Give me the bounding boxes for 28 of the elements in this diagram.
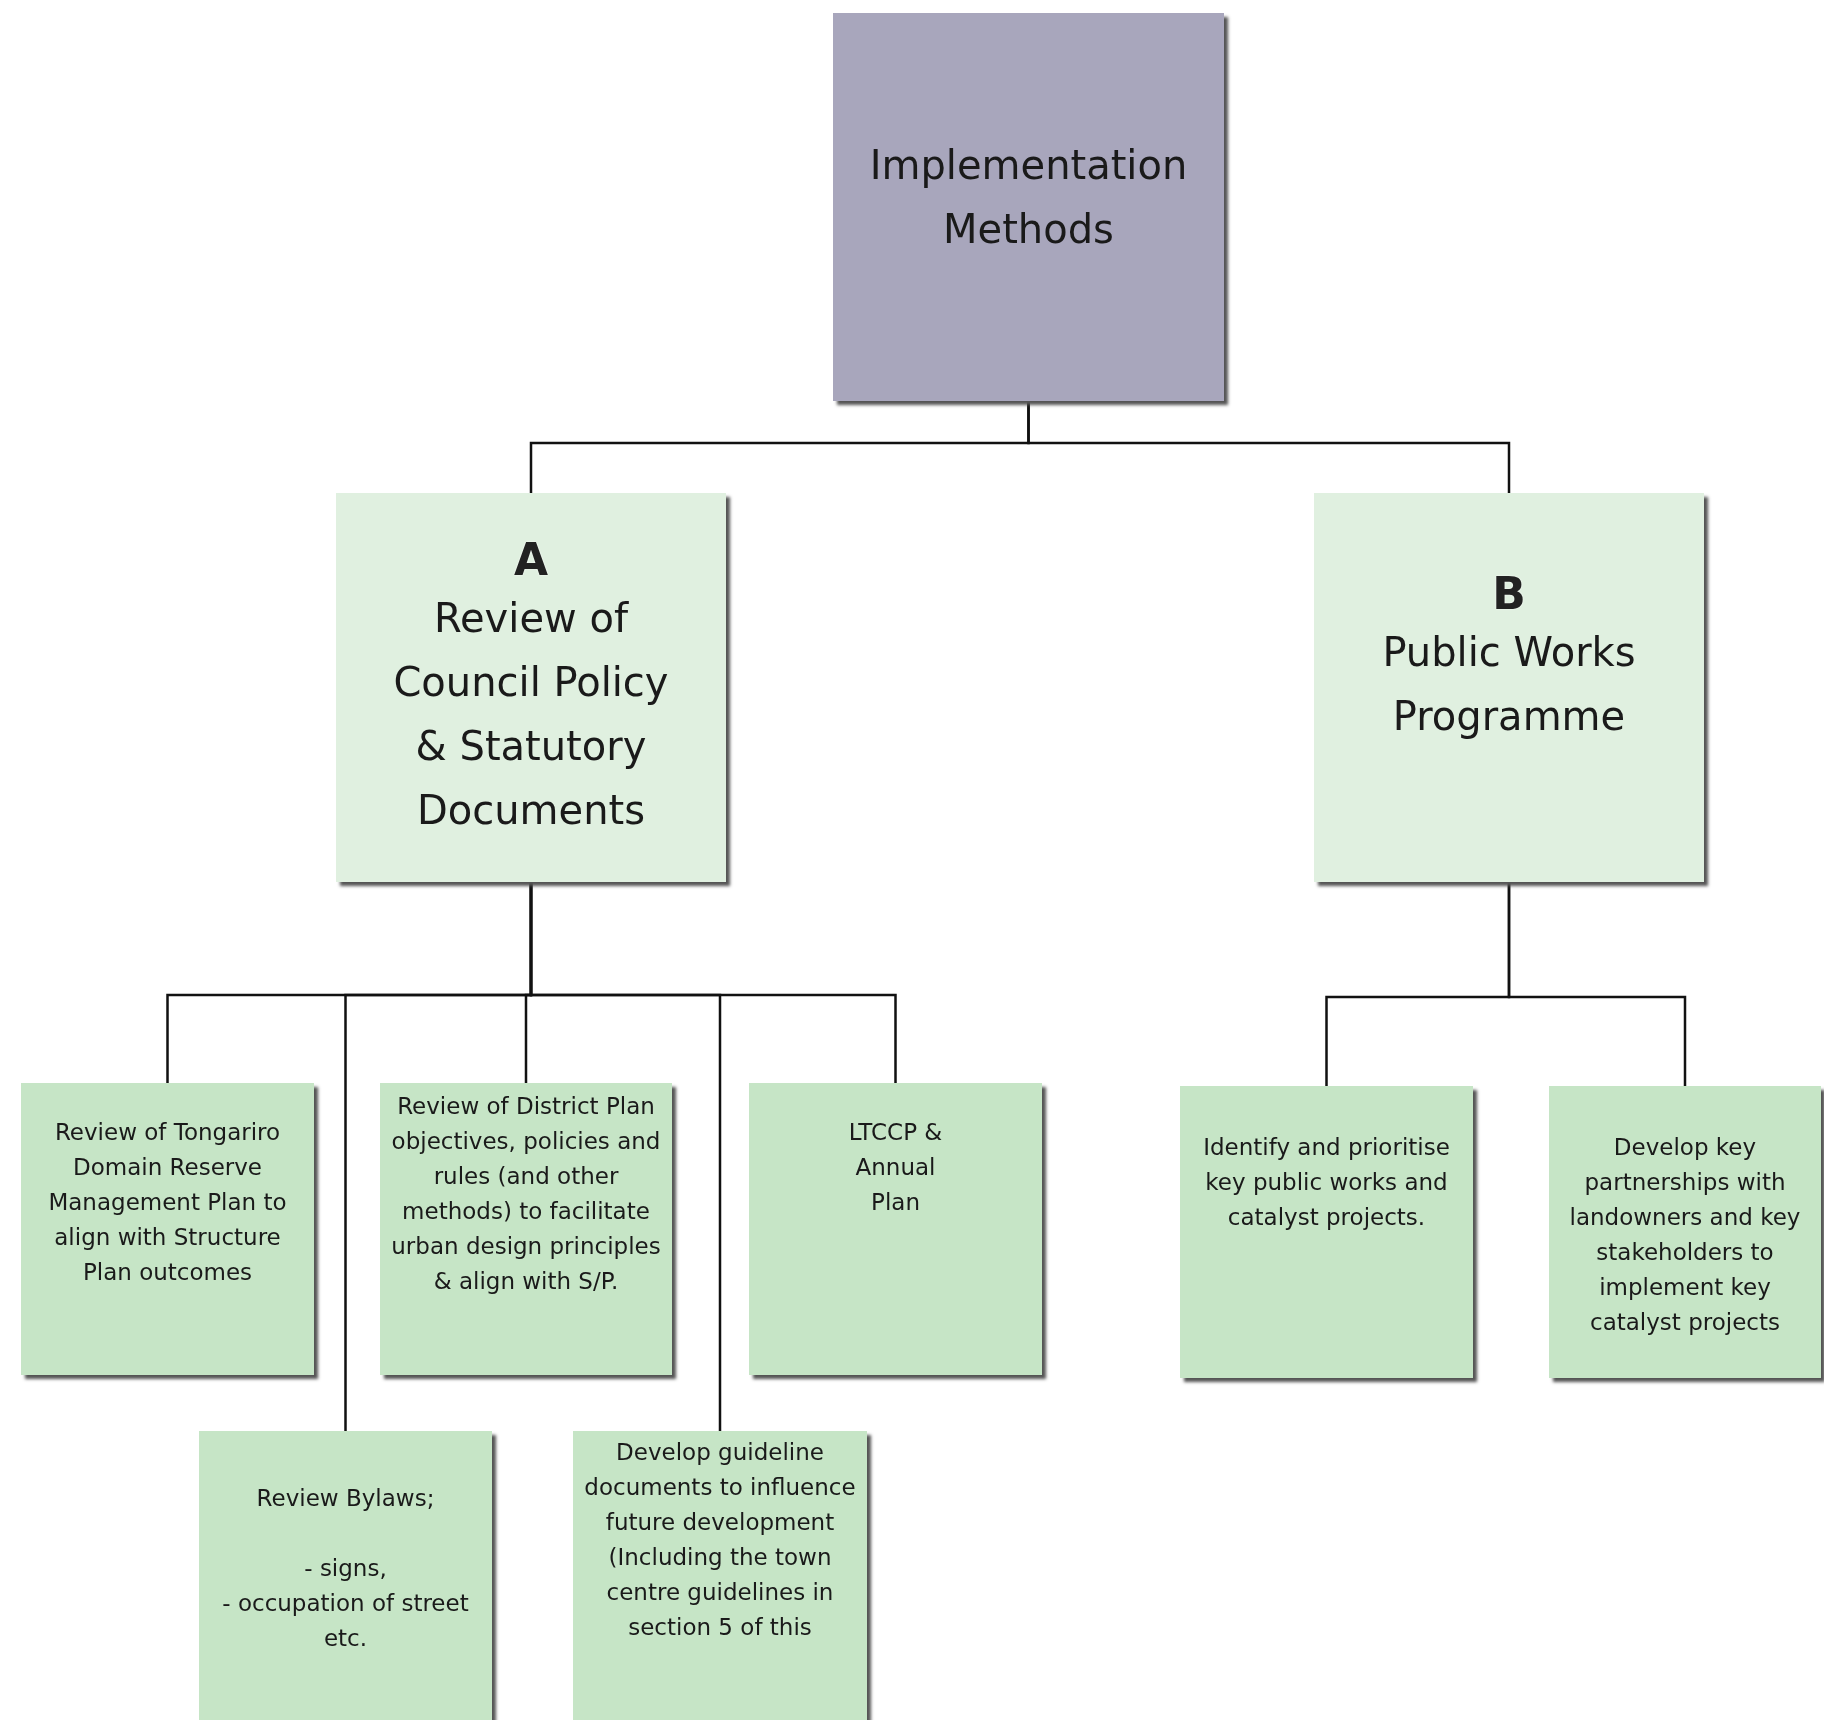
category-box — [1314, 493, 1704, 882]
box-text: Review of Council Policy & Statutory Documents — [392, 593, 670, 835]
action-box — [573, 1431, 867, 1720]
box-text: LTCCP & Annual Plan — [847, 1118, 944, 1217]
root-title: Implementation Methods — [868, 141, 1189, 254]
connector-line — [1507, 882, 1687, 1086]
category-box — [336, 493, 726, 882]
box-text: Identify and prioritise key public works and catalyst projects. — [1202, 1133, 1451, 1232]
root-box — [833, 13, 1224, 401]
box-text: Public Works Programme — [1381, 627, 1637, 741]
box-text: Review Bylaws; — [256, 1484, 435, 1513]
action-box — [1549, 1086, 1821, 1378]
box-text: Review of District Plan objectives, policies and rules (and other methods) to facilitate urban design principles & align with S/P. — [390, 1092, 662, 1296]
box-text: - occupation of street — [222, 1589, 469, 1618]
section-letter: A — [512, 533, 550, 586]
action-box — [749, 1083, 1042, 1375]
section-letter: B — [1491, 567, 1527, 620]
box-text: - signs, — [304, 1554, 387, 1583]
connector-line — [1027, 401, 1511, 493]
action-box — [199, 1431, 492, 1720]
box-text: Review of Tongariro Domain Reserve Management Plan to align with Structure Plan outcomes — [47, 1118, 288, 1287]
action-box — [380, 1083, 672, 1375]
box-text: Develop guideline documents to influence future development (Including the town centre guidelines in section 5 of this — [583, 1438, 857, 1642]
box-text: etc. — [323, 1624, 368, 1653]
action-box — [1180, 1086, 1473, 1378]
action-box — [21, 1083, 314, 1375]
box-text: Develop key partnerships with landowners and key stakeholders to implement key catalyst projects — [1568, 1133, 1802, 1337]
connector-line — [529, 882, 897, 1083]
